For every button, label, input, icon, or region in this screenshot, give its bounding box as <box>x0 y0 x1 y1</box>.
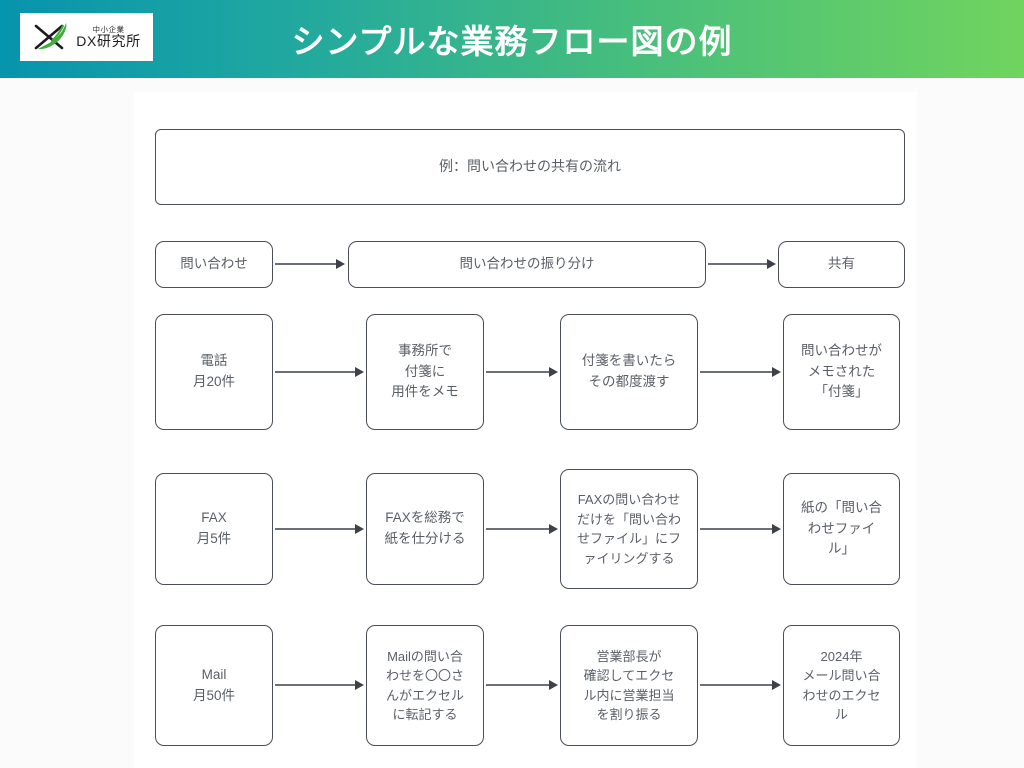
arrow-shaft <box>486 371 549 373</box>
mail-row-box-4: 2024年 メール問い合 わせのエクセ ル <box>783 625 900 746</box>
x-swoosh-logo-icon <box>34 23 67 50</box>
phone-row-box-3: 付箋を書いたら その都度渡す <box>560 314 698 430</box>
arrow-head-icon <box>772 524 781 534</box>
arrow-shaft <box>700 371 772 373</box>
arrow-shaft <box>275 371 355 373</box>
logo: 中小企業 DX研究所 <box>20 13 153 61</box>
arrow-shaft <box>700 528 772 530</box>
arrow-head-icon <box>336 259 345 269</box>
arrow-head-icon <box>549 524 558 534</box>
phone-row-box-4: 問い合わせが メモされた 「付箋」 <box>783 314 900 430</box>
mail-row-box-3: 営業部長が 確認してエクセ ル内に営業担当 を割り振る <box>560 625 698 746</box>
diagram-title-box: 例：問い合わせの共有の流れ <box>155 129 905 205</box>
fax-row-box-3: FAXの問い合わせ だけを「問い合わ せファイル」にフ ァイリングする <box>560 469 698 589</box>
arrow-phone-3 <box>700 366 781 378</box>
logo-main-text: DX研究所 <box>76 33 141 50</box>
arrow-head-icon <box>355 367 364 377</box>
stage-box-distribution: 問い合わせの振り分け <box>348 241 706 288</box>
fax-row-box-2: FAXを総務で 紙を仕分ける <box>366 473 484 585</box>
phone-row-box-1: 電話 月20件 <box>155 314 273 430</box>
arrow-shaft <box>708 263 767 265</box>
arrow-mail-1 <box>275 679 364 691</box>
stage-box-inquiry: 問い合わせ <box>155 241 273 288</box>
mail-row-box-2: Mailの問い合 わせを〇〇さ んがエクセル に転記する <box>366 625 484 746</box>
fax-row-box-1: FAX 月5件 <box>155 473 273 585</box>
phone-row-box-2: 事務所で 付箋に 用件をメモ <box>366 314 484 430</box>
arrow-head-icon <box>772 367 781 377</box>
arrow-stage-1 <box>275 258 345 270</box>
arrow-fax-1 <box>275 523 364 535</box>
arrow-shaft <box>486 528 549 530</box>
arrow-phone-2 <box>486 366 558 378</box>
mail-row-box-1: Mail 月50件 <box>155 625 273 746</box>
arrow-head-icon <box>767 259 776 269</box>
arrow-fax-3 <box>700 523 781 535</box>
arrow-head-icon <box>355 524 364 534</box>
arrow-head-icon <box>549 680 558 690</box>
arrow-shaft <box>275 263 336 265</box>
arrow-shaft <box>700 684 772 686</box>
logo-text: 中小企業 DX研究所 <box>76 26 140 49</box>
arrow-shaft <box>275 528 355 530</box>
arrow-fax-2 <box>486 523 558 535</box>
logo-top-text: 中小企業 <box>92 24 125 34</box>
fax-row-box-4: 紙の「問い合 わせファイ ル」 <box>783 473 900 585</box>
arrow-mail-2 <box>486 679 558 691</box>
arrow-mail-3 <box>700 679 781 691</box>
stage-box-share: 共有 <box>778 241 905 288</box>
arrow-stage-2 <box>708 258 776 270</box>
arrow-head-icon <box>355 680 364 690</box>
arrow-shaft <box>275 684 355 686</box>
arrow-phone-1 <box>275 366 364 378</box>
arrow-head-icon <box>772 680 781 690</box>
arrow-shaft <box>486 684 549 686</box>
arrow-head-icon <box>549 367 558 377</box>
